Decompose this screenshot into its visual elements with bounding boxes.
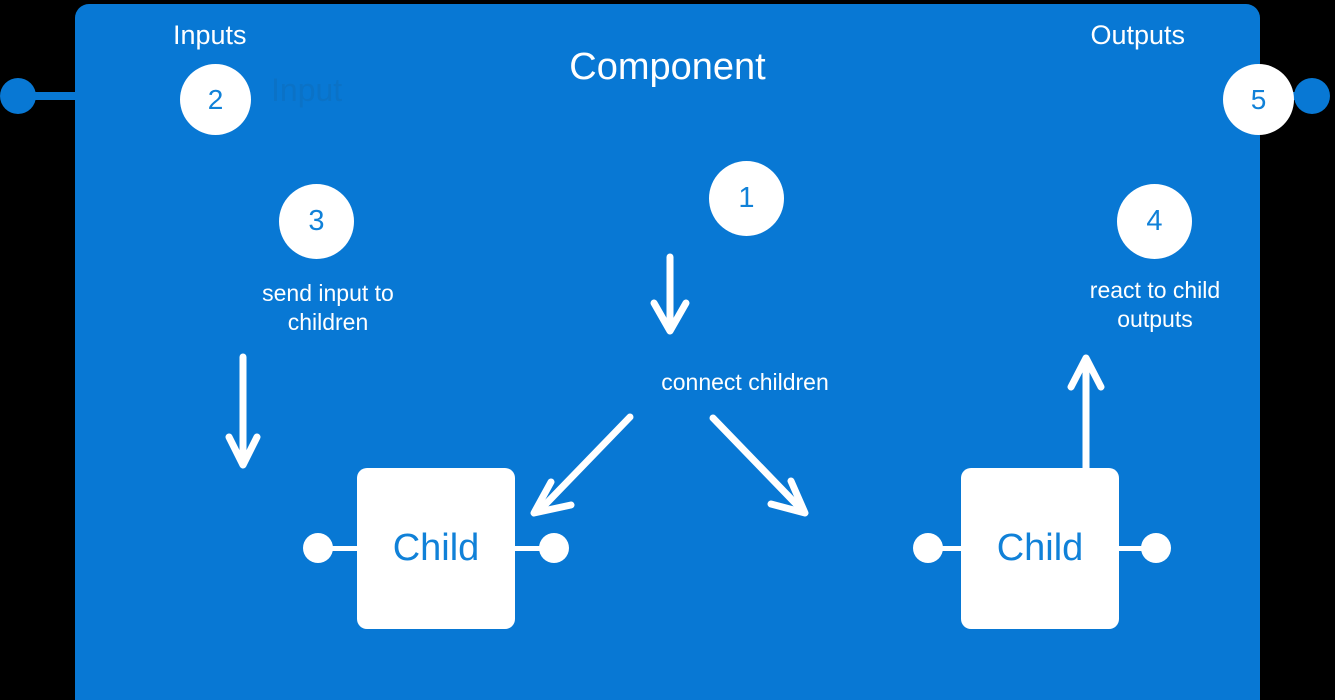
- external-input-port-stub: [30, 92, 80, 100]
- child-right-input-stub: [937, 546, 967, 551]
- inputs-label: Inputs: [173, 20, 247, 50]
- child-left-output-stub: [513, 546, 545, 551]
- step-badge-2[interactable]: 2: [180, 64, 251, 135]
- ghost-input-watermark: Input: [271, 72, 343, 108]
- step-badge-3[interactable]: 3: [279, 184, 354, 259]
- child-box-right[interactable]: Child: [961, 468, 1119, 629]
- child-box-left[interactable]: Child: [357, 468, 515, 629]
- caption-connect-children: connect children: [661, 369, 829, 395]
- step-badge-5[interactable]: 5: [1223, 64, 1294, 135]
- component-panel[interactable]: Input Inputs Outputs Component 2 5 3 1 4…: [75, 4, 1294, 700]
- child-right-output-stub: [1115, 546, 1147, 551]
- step-badge-1[interactable]: 1: [709, 161, 784, 236]
- caption-send-input-to-children: send input to children: [262, 280, 394, 336]
- caption-react-to-child-outputs: react to child outputs: [1089, 277, 1221, 333]
- step-badge-4[interactable]: 4: [1117, 184, 1192, 259]
- outputs-label: Outputs: [1090, 20, 1185, 50]
- component-title: Component: [569, 46, 766, 88]
- child-left-input-stub: [327, 546, 361, 551]
